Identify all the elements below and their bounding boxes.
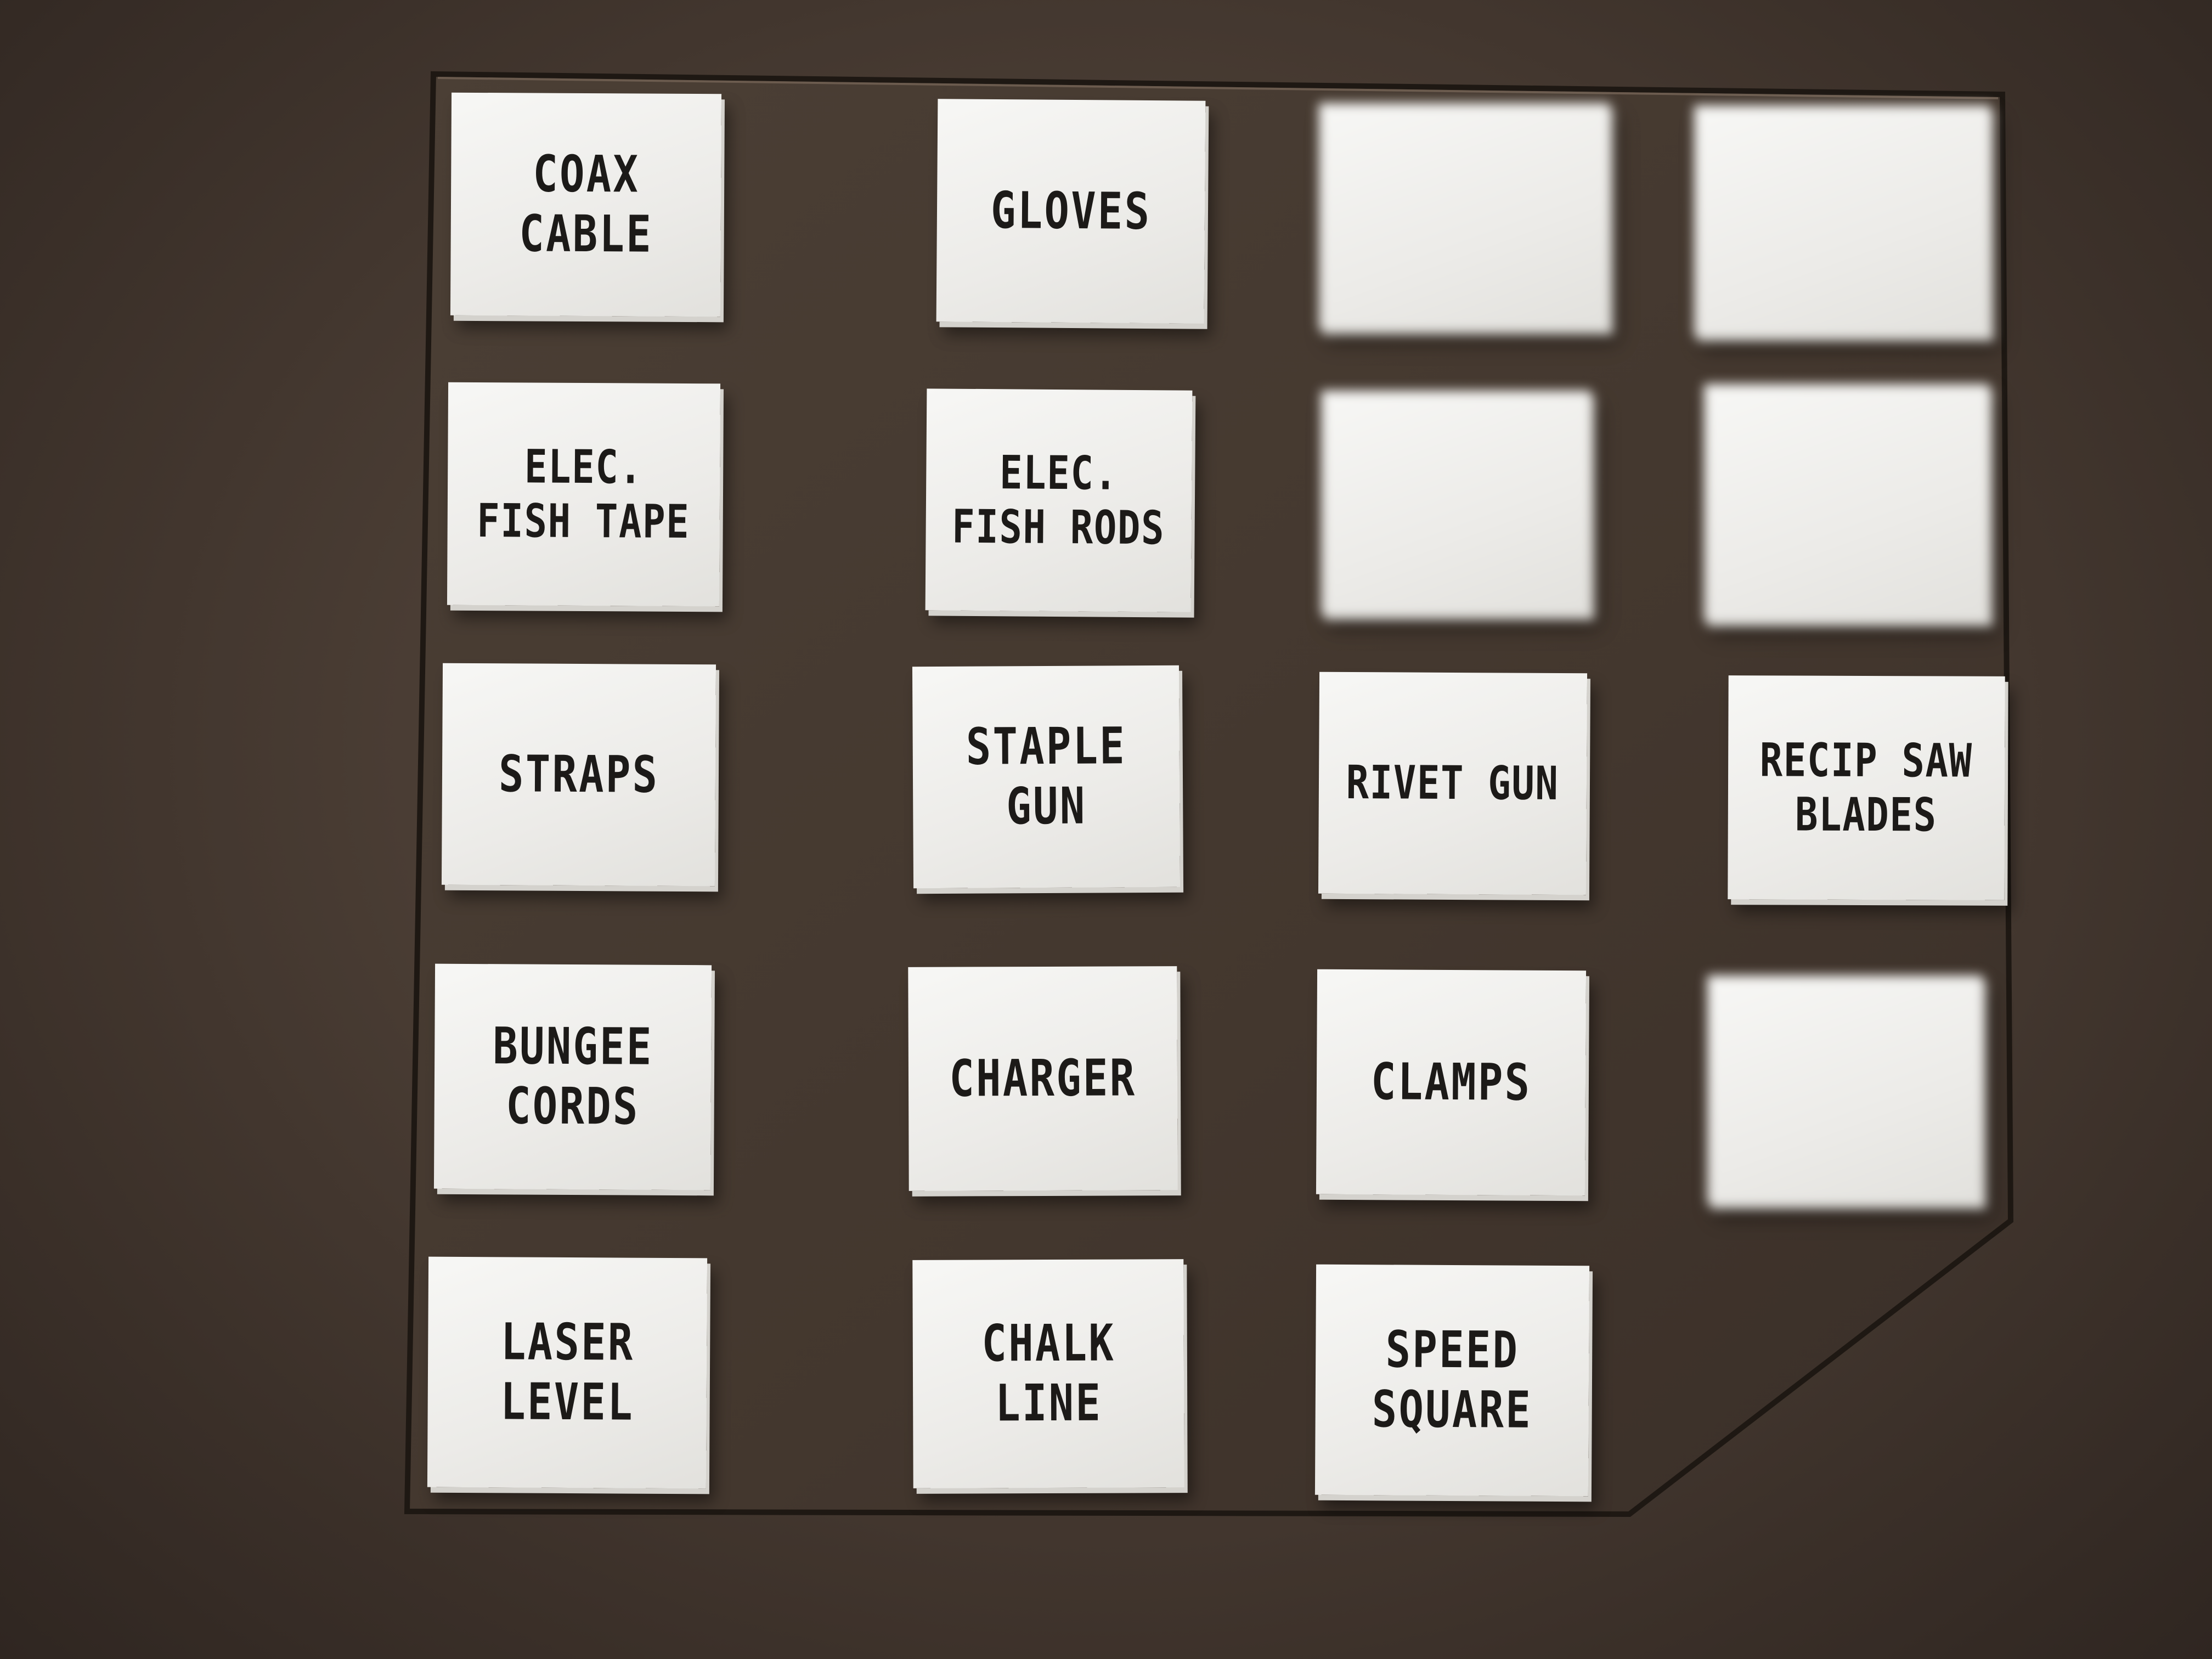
tile-label: ELEC. FISH RODS [952, 445, 1165, 555]
tile-label: CHARGER [949, 1048, 1137, 1108]
tile-chalk-line: CHALK LINE [912, 1259, 1184, 1488]
tile-speed-square: SPEED SQUARE [1314, 1264, 1590, 1497]
tile-elec-fish-tape: ELEC. FISH TAPE [447, 382, 721, 607]
tile-label: GLOVES [990, 180, 1152, 241]
tile-rivet-gun: RIVET GUN [1318, 672, 1588, 895]
tile-label: RIVET GUN [1346, 755, 1560, 811]
tile-label: RECIP SAW BLADES [1760, 733, 1973, 842]
tile-charger: CHARGER [908, 966, 1178, 1191]
tile-label: CLAMPS [1370, 1052, 1532, 1112]
tile-blurred-label [1694, 105, 1990, 336]
tile-label: BUNGEE CORDS [492, 1017, 653, 1136]
tile-label: STRAPS [498, 744, 659, 804]
tile-gloves: GLOVES [936, 99, 1206, 324]
tile-straps: STRAPS [441, 663, 716, 887]
tile-staple-gun: STAPLE GUN [912, 665, 1181, 889]
tile-label: ELEC. FISH TAPE [477, 439, 690, 549]
tile-label: LASER LEVEL [500, 1312, 635, 1432]
tile-blurred-label [1319, 103, 1610, 329]
tile-label: CHALK LINE [981, 1314, 1115, 1433]
tile-blurred-label [1707, 975, 1983, 1204]
tile-label: SPEED SQUARE [1372, 1320, 1533, 1440]
tile-blurred-label [1704, 384, 1989, 621]
tile-laser-level: LASER LEVEL [427, 1256, 708, 1489]
tile-blurred-label [1321, 391, 1591, 614]
tile-clamps: CLAMPS [1316, 969, 1587, 1196]
tile-label: STAPLE GUN [966, 716, 1127, 836]
tile-bungee-cords: BUNGEE CORDS [433, 963, 712, 1190]
tile-label: COAX CABLE [518, 144, 653, 264]
tile-elec-fish-rods: ELEC. FISH RODS [925, 388, 1193, 612]
tile-recip-saw-blades: RECIP SAW BLADES [1728, 675, 2005, 900]
tile-coax-cable: COAX CABLE [450, 92, 722, 317]
